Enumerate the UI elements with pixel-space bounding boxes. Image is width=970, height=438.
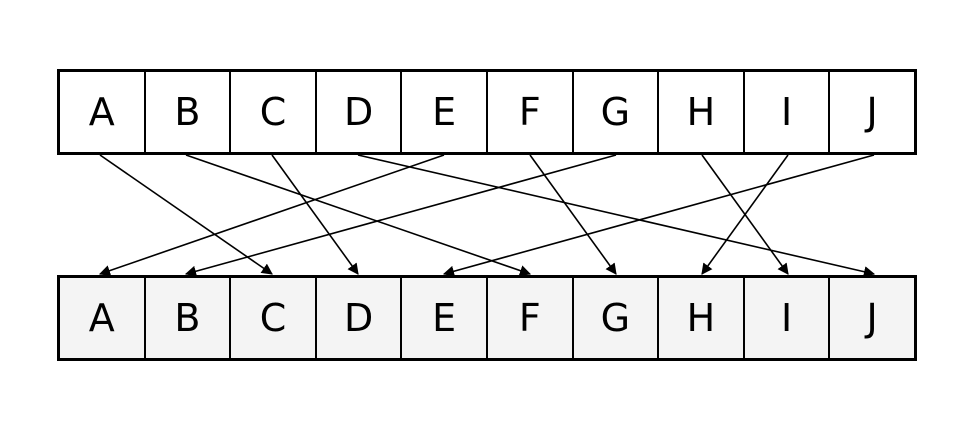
source-cell-b: B [146, 72, 232, 152]
target-cell-d: D [317, 278, 403, 358]
target-cell-f: F [488, 278, 574, 358]
arrow-b-to-f [185, 154, 532, 276]
source-cell-j: J [866, 90, 878, 134]
source-cell-a: A [60, 72, 146, 152]
arrow-i-to-h [701, 154, 789, 275]
arrow-j-to-e [442, 154, 875, 277]
source-cell-f: F [488, 72, 574, 152]
target-cell-e: E [402, 278, 488, 358]
arrow-h-to-i [701, 154, 789, 275]
arrow-c-to-d [271, 154, 359, 275]
source-row: A B C D E F G H I J [57, 69, 917, 155]
target-cell-j: J [866, 296, 878, 340]
arrow-d-to-j [357, 154, 876, 278]
source-cell-i: I [745, 72, 831, 152]
arrow-g-to-b [184, 154, 617, 277]
source-cell-h: H [659, 72, 745, 152]
arrow-a-to-c [99, 154, 273, 275]
target-cell-b: B [146, 278, 232, 358]
arrow-f-to-g [529, 154, 617, 275]
target-cell-a: A [60, 278, 146, 358]
arrow-e-to-a [98, 154, 445, 276]
source-cell-c: C [231, 72, 317, 152]
source-cell-d: D [317, 72, 403, 152]
target-cell-h: H [659, 278, 745, 358]
target-cell-g: G [574, 278, 660, 358]
target-row: A B C D E F G H I J [57, 275, 917, 361]
target-cell-i: I [745, 278, 831, 358]
source-cell-e: E [402, 72, 488, 152]
source-cell-g: G [574, 72, 660, 152]
target-cell-c: C [231, 278, 317, 358]
